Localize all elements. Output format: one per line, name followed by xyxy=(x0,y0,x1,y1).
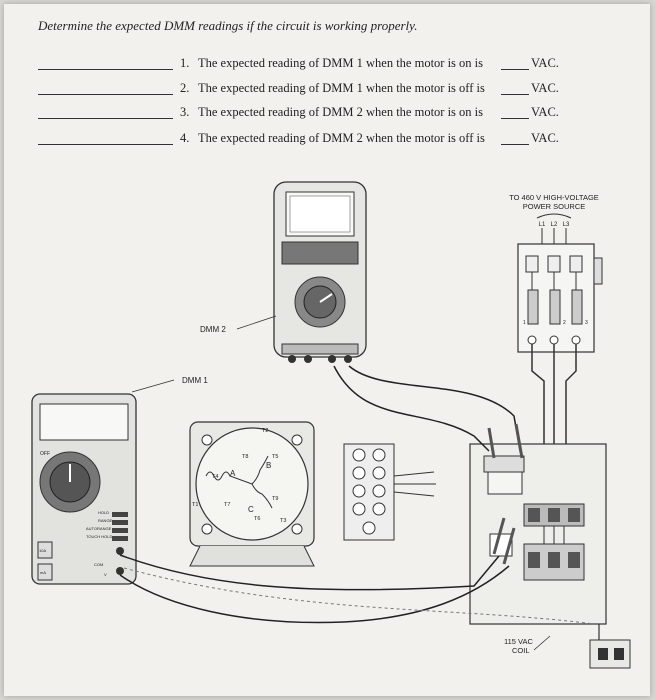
answer-line-2[interactable] xyxy=(38,94,173,95)
motor-terminal: T6 xyxy=(254,516,260,522)
question-unit: VAC. xyxy=(531,81,559,95)
question-unit: VAC. xyxy=(531,56,559,70)
breaker-number: 3 xyxy=(585,320,588,326)
motor-terminal: T2 xyxy=(262,428,268,434)
motor-coil: A xyxy=(230,469,236,478)
terminal-block xyxy=(343,443,436,541)
dmm-2-label: DMM 2 xyxy=(200,325,226,334)
question-unit: VAC. xyxy=(531,105,559,119)
dmm-1-button-label: HOLD xyxy=(98,510,109,515)
phase-label: L3 xyxy=(563,222,570,228)
dmm-1-jack-label: 10A xyxy=(39,548,46,553)
answer-line-3[interactable] xyxy=(38,118,173,119)
blank-3[interactable] xyxy=(501,118,529,119)
blank-2[interactable] xyxy=(501,94,529,95)
dmm-1-label: DMM 1 xyxy=(182,376,208,385)
motor-terminal: T8 xyxy=(242,454,248,460)
motor-terminal: T5 xyxy=(272,454,278,460)
motor-terminal: T3 xyxy=(280,518,286,524)
dmm-1-button-label: TOUCH HOLD xyxy=(86,534,112,539)
disconnect-switch: 1 2 3 xyxy=(517,243,603,353)
motor-terminal: T7 xyxy=(224,502,230,508)
question-number: 2. xyxy=(180,81,190,95)
answer-line-1[interactable] xyxy=(38,69,173,70)
motor xyxy=(189,421,315,567)
motor-terminal: T9 xyxy=(272,496,278,502)
question-text: The expected reading of DMM 2 when the m… xyxy=(198,131,485,145)
question-4: 4. The expected reading of DMM 2 when th… xyxy=(4,131,650,151)
question-number: 3. xyxy=(180,105,190,119)
motor-terminal: T4 xyxy=(212,474,218,480)
question-text: The expected reading of DMM 1 when the m… xyxy=(198,81,485,95)
question-1: 1. The expected reading of DMM 1 when th… xyxy=(4,56,650,76)
blank-4[interactable] xyxy=(501,144,529,145)
dmm-1-button-label: RANGE xyxy=(98,518,113,523)
breaker-number: 2 xyxy=(563,320,566,326)
question-text: The expected reading of DMM 2 when the m… xyxy=(198,105,484,119)
circuit-diagram: TO 460 V HIGH-VOLTAGE POWER SOURCE L1 L2… xyxy=(31,181,631,669)
question-number: 1. xyxy=(180,56,190,70)
dmm-1: OFF HOLD RANGE AUTORANGE TOUCH HOLD 10A … xyxy=(31,393,137,585)
breaker-number: 1 xyxy=(523,320,526,326)
motor-terminal: T1 xyxy=(192,502,198,508)
coil-label: COIL xyxy=(512,646,530,655)
question-3: 3. The expected reading of DMM 2 when th… xyxy=(4,105,650,125)
dmm-1-jack-label: COM xyxy=(94,562,103,567)
worksheet-page: Determine the expected DMM readings if t… xyxy=(4,4,650,696)
phase-label: L1 xyxy=(539,222,546,228)
motor-coil: C xyxy=(248,505,254,514)
worksheet-heading: Determine the expected DMM readings if t… xyxy=(38,18,418,33)
motor-coil: B xyxy=(266,461,271,470)
brace-icon xyxy=(536,213,572,219)
question-unit: VAC. xyxy=(531,131,559,145)
question-2: 2. The expected reading of DMM 1 when th… xyxy=(4,81,650,101)
question-number: 4. xyxy=(180,131,190,145)
power-source-label: POWER SOURCE xyxy=(523,202,586,211)
question-text: The expected reading of DMM 1 when the m… xyxy=(198,56,484,70)
dmm-1-jack-label: V xyxy=(104,572,107,577)
power-source-label: TO 460 V HIGH-VOLTAGE xyxy=(509,193,599,202)
answer-line-4[interactable] xyxy=(38,144,173,145)
blank-1[interactable] xyxy=(501,69,529,70)
phase-label: L2 xyxy=(551,222,558,228)
dmm-1-off-label: OFF xyxy=(40,451,50,457)
dmm-1-jack-label: mA xyxy=(40,570,46,575)
motor-starter xyxy=(469,443,607,625)
dmm-2 xyxy=(273,181,367,363)
coil-label: 115 VAC xyxy=(504,637,533,646)
dmm-1-button-label: AUTORANGE xyxy=(86,526,112,531)
